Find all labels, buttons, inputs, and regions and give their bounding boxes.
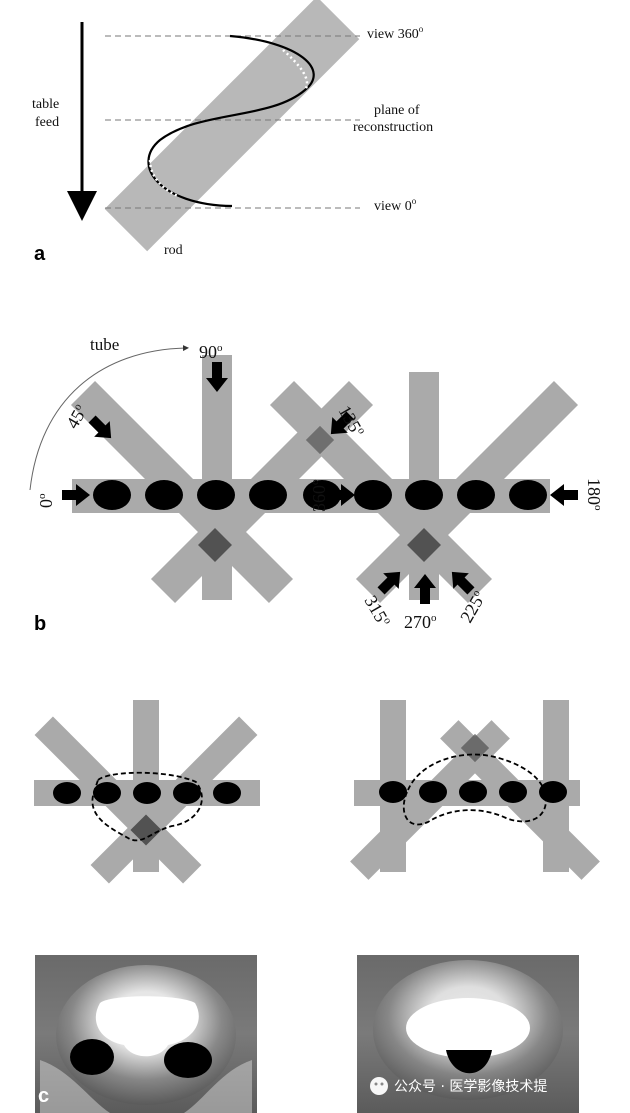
plane-label-2: reconstruction [353,120,433,135]
artifact-outline-left [91,771,203,842]
arrow-90 [206,362,228,392]
arrow-225 [451,571,475,595]
table-feed-label-1: table [32,97,59,112]
rod-section [354,480,392,510]
rod-section [249,480,287,510]
arrow-180 [550,484,578,506]
tube-label: tube [90,335,119,354]
artifact-outline-right [402,753,547,826]
angle-360-label: 360o [309,479,329,512]
rod-section [145,480,183,510]
rod-section [303,480,341,510]
rod-section [197,480,235,510]
angle-90-label: 90o [199,342,223,362]
ct-image-right [357,955,579,1113]
arrow-135 [330,411,354,435]
arrow-315 [377,571,401,595]
arrow-0 [62,484,90,506]
panel-c: 公众号 · 医学影像技术提 c [34,700,600,1113]
angle-180-label: 180o [584,478,604,511]
rod-section [509,480,547,510]
angle-0-label: 0o [36,493,56,508]
watermark: 公众号 · 医学影像技术提 [370,1077,547,1095]
panel-b-letter: b [34,613,46,635]
view-360-label: view 360o [367,24,424,42]
panel-a-letter: a [34,243,46,265]
arrow-270 [414,574,436,604]
table-feed-label-2: feed [35,115,59,130]
arrow-360 [327,484,355,506]
panel-c-left-diagram [34,700,260,884]
panel-a: table feed view 360o plane of reconstruc… [32,0,433,265]
rod-label: rod [164,243,183,258]
angle-315-label: 315o [361,592,395,631]
view-0-label: view 0o [374,196,417,214]
arrow-45 [88,415,112,439]
angle-270-label: 270o [404,612,437,632]
rod-band [104,0,360,252]
watermark-text: 公众号 · 医学影像技术提 [394,1079,547,1095]
rod-section [405,480,443,510]
rod-section [457,480,495,510]
ct-image-left [35,955,257,1113]
rod-section [93,480,131,510]
plane-label-1: plane of [374,103,420,118]
panel-c-right-diagram [350,700,600,880]
helix-hidden-segment [282,49,309,91]
tube-rotation-arc [29,345,189,491]
panel-b: tube 0o 45o 90o 135o 360o 18 [29,335,604,635]
panel-c-letter: c [38,1085,49,1107]
